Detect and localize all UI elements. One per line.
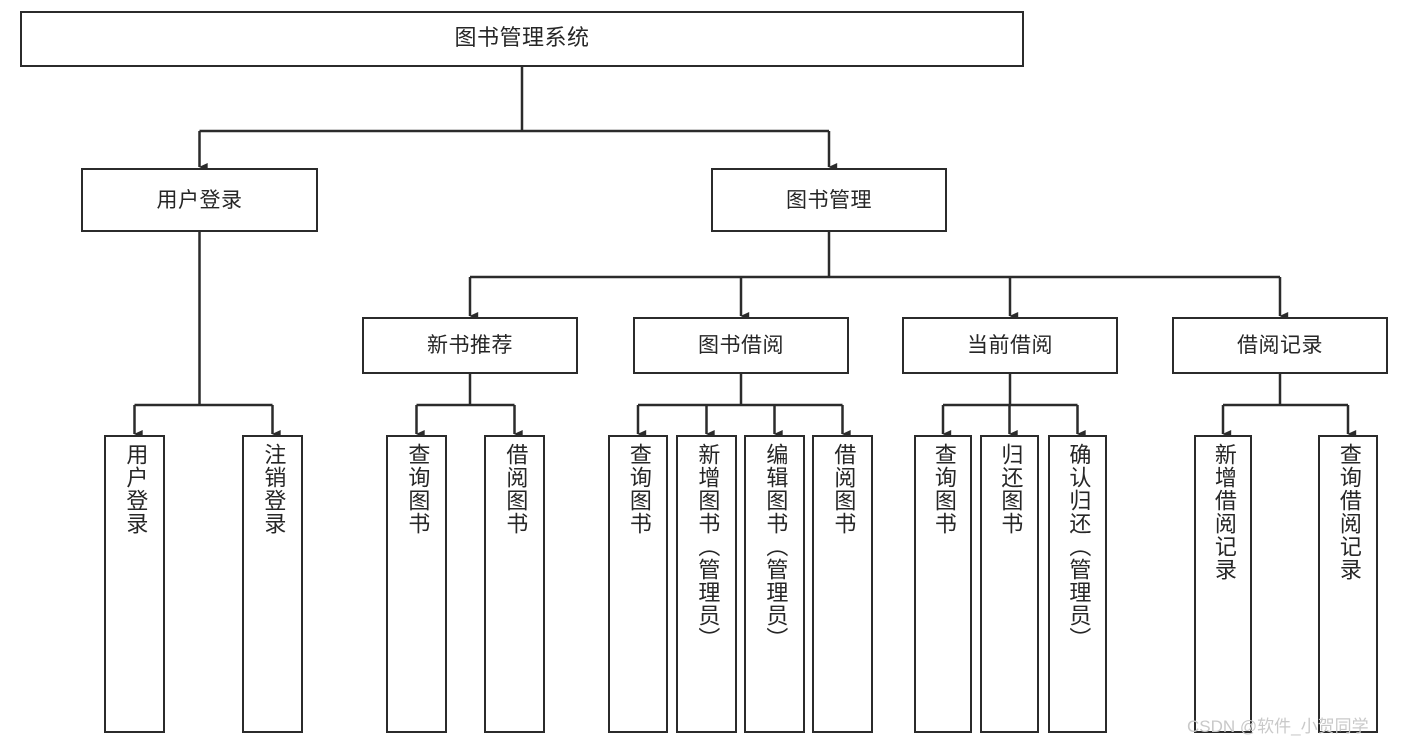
node-leaf-borrow-book-rec[interactable]: 借阅图书 [484,435,545,733]
node-leaf-return-book[interactable]: 归还图书 [980,435,1039,733]
node-new-book-rec[interactable]: 新书推荐 [362,317,578,374]
node-label: 新增图书（管理员） [694,443,720,650]
node-label: 借阅图书 [830,443,856,535]
node-user-login[interactable]: 用户登录 [81,168,318,232]
node-label: 当前借阅 [967,333,1053,358]
node-label: 图书管理 [786,187,872,212]
node-label: 编辑图书（管理员） [762,443,788,650]
node-label: 确认归还（管理员） [1065,443,1091,650]
node-label: 查询图书 [930,443,956,535]
node-book-borrow[interactable]: 图书借阅 [633,317,849,374]
node-leaf-logout[interactable]: 注销登录 [242,435,303,733]
node-label: 用户登录 [156,187,243,212]
node-leaf-user-login[interactable]: 用户登录 [104,435,165,733]
node-leaf-query-book-borrow[interactable]: 查询图书 [608,435,668,733]
node-leaf-add-book[interactable]: 新增图书（管理员） [676,435,737,733]
node-leaf-borrow-book[interactable]: 借阅图书 [812,435,873,733]
node-borrow-record[interactable]: 借阅记录 [1172,317,1388,374]
node-label: 查询借阅记录 [1335,443,1361,581]
node-root[interactable]: 图书管理系统 [20,11,1024,67]
node-leaf-add-borrow-record[interactable]: 新增借阅记录 [1194,435,1252,733]
node-book-manage[interactable]: 图书管理 [711,168,947,232]
edge-group [133,67,1357,439]
node-current-borrow[interactable]: 当前借阅 [902,317,1118,374]
node-leaf-confirm-return[interactable]: 确认归还（管理员） [1048,435,1107,733]
watermark: CSDN @软件_小贺同学 [1187,717,1369,736]
node-label: 新增借阅记录 [1210,443,1236,581]
node-label: 查询图书 [404,443,430,535]
node-label: 图书借阅 [698,333,784,358]
node-leaf-query-book-rec[interactable]: 查询图书 [386,435,447,733]
node-label: 归还图书 [997,443,1023,535]
node-label: 用户登录 [122,443,148,535]
node-leaf-query-borrow-record[interactable]: 查询借阅记录 [1318,435,1378,733]
node-label: 借阅图书 [502,443,528,535]
node-label: 借阅记录 [1237,333,1323,358]
node-label: 新书推荐 [427,333,513,358]
node-leaf-query-book-current[interactable]: 查询图书 [914,435,972,733]
node-label: 图书管理系统 [454,26,590,52]
node-label: 注销登录 [260,443,286,535]
node-label: 查询图书 [625,443,651,535]
node-leaf-edit-book[interactable]: 编辑图书（管理员） [744,435,805,733]
